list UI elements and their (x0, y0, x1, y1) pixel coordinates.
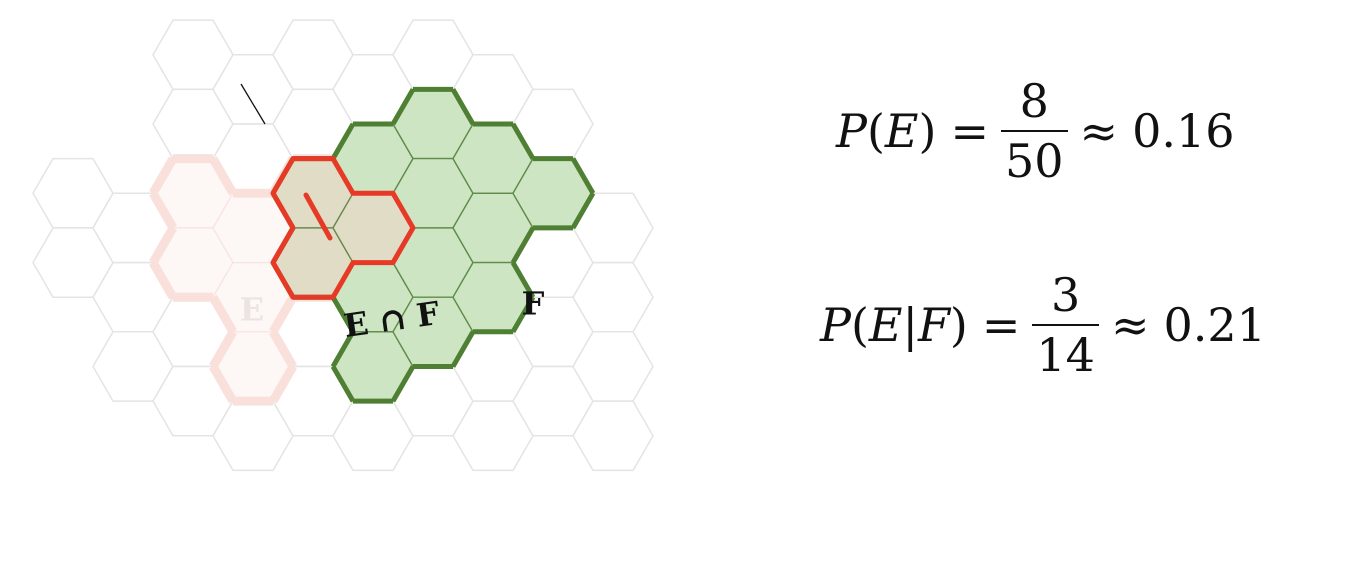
fraction-bar (1032, 324, 1099, 326)
formula-p-ef-numerator: 3 (1051, 268, 1081, 322)
formula-p-e-approx: ≈ (1079, 104, 1119, 158)
formula-p-ef-fn: P (820, 298, 851, 352)
hex-grid-diagram: E E ∩ F F (32, 19, 654, 472)
formula-p-e-arg: E (884, 104, 919, 158)
formula-p-e: P(E) = 8 50 ≈ 0.16 (836, 78, 1235, 184)
formula-p-e-open-paren: ( (866, 104, 885, 158)
edge-tick-mark (240, 83, 266, 125)
formula-p-e-numerator: 8 (1019, 74, 1049, 128)
formula-p-e-result: 0.16 (1132, 104, 1235, 158)
label-e: E (240, 291, 264, 329)
fraction-bar (1001, 130, 1068, 132)
formula-p-ef-denominator: 14 (1036, 328, 1095, 382)
formula-p-e-given-f: P(E|F) = 3 14 ≈ 0.21 (820, 272, 1266, 378)
formula-p-e-fn: P (836, 104, 867, 158)
label-f: F (522, 285, 545, 323)
formula-p-ef-approx: ≈ (1110, 298, 1150, 352)
formula-p-ef-open-paren: ( (850, 298, 869, 352)
formula-p-ef-fraction: 3 14 (1032, 272, 1099, 378)
formula-p-ef-equals: = (981, 298, 1021, 352)
formula-p-e-close-paren: ) (918, 104, 937, 158)
formula-p-ef-arg: E|F (868, 298, 950, 352)
event-f-region (272, 88, 594, 402)
grid-hex (572, 400, 654, 472)
formula-p-e-equals: = (950, 104, 989, 158)
intersection-border (270, 156, 416, 300)
formula-p-e-fraction: 8 50 (1001, 78, 1068, 184)
formula-p-e-denominator: 50 (1005, 134, 1064, 188)
formula-p-ef-result: 0.21 (1163, 298, 1266, 352)
formula-p-ef-close-paren: ) (949, 298, 968, 352)
